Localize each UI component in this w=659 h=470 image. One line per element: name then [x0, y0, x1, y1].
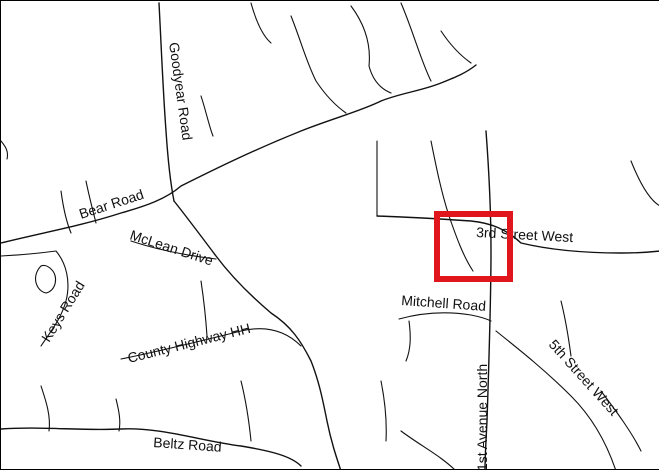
label-fifth-street-west: 5th Street West — [546, 336, 622, 418]
label-third-street-west: 3rd Street West — [476, 224, 574, 245]
road-south-5 — [400, 430, 455, 469]
road-bear — [1, 64, 477, 244]
label-goodyear-road: Goodyear Road — [166, 41, 196, 141]
road-county-hh — [120, 328, 302, 360]
road-south-1 — [40, 385, 50, 432]
road-south-6 — [200, 280, 208, 337]
highlight-marker — [434, 211, 513, 282]
road-north-4 — [400, 2, 432, 82]
road-goodyear — [158, 2, 175, 202]
road-mitchell-branch — [405, 320, 411, 362]
road-fifth-st-west — [495, 330, 616, 469]
road-east-2 — [600, 390, 642, 452]
road-fifth-branch — [560, 300, 572, 357]
label-county-highway-hh: County Highway HH — [126, 320, 252, 366]
label-mitchell-road: Mitchell Road — [401, 292, 487, 314]
road-keys-loop — [35, 264, 57, 294]
road-south-4 — [380, 380, 387, 442]
road-mitchell — [398, 312, 492, 322]
road-north-1 — [200, 95, 214, 137]
road-north-3 — [350, 5, 392, 94]
label-beltz-road: Beltz Road — [153, 434, 222, 455]
road-left-1 — [60, 190, 72, 234]
label-keys-road: Keys Road — [38, 278, 88, 345]
road-mclean-south — [173, 200, 342, 469]
label-first-avenue-north: 1st Avenue North — [474, 364, 490, 470]
road-keys — [1, 250, 69, 347]
road-beltz — [1, 427, 302, 467]
road-east-1 — [630, 160, 659, 206]
road-north-2 — [290, 15, 347, 114]
road-labels: Goodyear Road Bear Road McLean Drive Key… — [38, 41, 622, 470]
road-left-3 — [1, 140, 9, 160]
road-north-6 — [440, 30, 472, 64]
road-first-ave-north — [484, 130, 492, 469]
road-mclean-branch — [130, 240, 217, 260]
road-north-5 — [250, 2, 272, 44]
road-south-3 — [240, 380, 252, 442]
road-left-2 — [85, 180, 97, 224]
road-south-2 — [115, 398, 121, 432]
label-mclean-drive: McLean Drive — [128, 227, 215, 269]
